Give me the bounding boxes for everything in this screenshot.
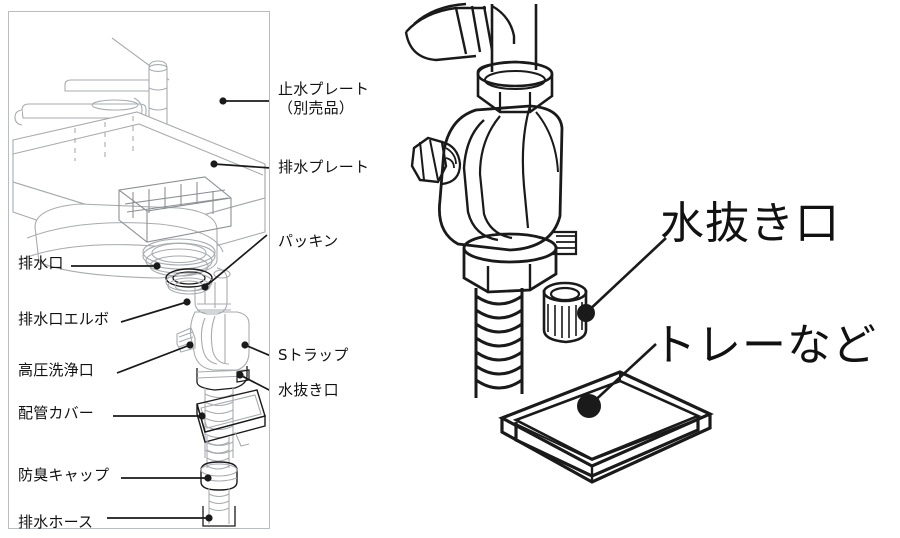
- side-port-nut-icon: [410, 136, 462, 186]
- label-drain-elbow: 排水口エルボ: [18, 310, 110, 328]
- label-s-trap: Sトラップ: [278, 346, 349, 364]
- label-water-drain-port-large: 水抜き口: [660, 198, 840, 249]
- leader-lines-left: [71, 100, 269, 519]
- label-tray-etc-large: トレーなど: [652, 320, 877, 371]
- pipe-cover-icon: [196, 389, 266, 447]
- label-water-drain-port-small: 水抜き口: [278, 381, 339, 399]
- label-high-pressure-cleaning-port: 高圧洗浄口: [18, 361, 95, 379]
- label-stop-water-plate-text: 止水プレート: [278, 80, 370, 98]
- main-vertical-pipe: [490, 4, 538, 72]
- leader-dots-left: [153, 97, 249, 522]
- leader-lines-right: [577, 237, 667, 418]
- label-stop-water-plate: 止水プレート （別売品）: [278, 80, 369, 118]
- label-pipe-cover: 配管カバー: [18, 404, 95, 422]
- label-drain-plate: 排水プレート: [278, 158, 370, 176]
- supply-pipe-icon: [404, 2, 516, 62]
- label-packing: パッキン: [278, 232, 339, 250]
- s-trap-assembly-icon: [176, 267, 250, 391]
- s-trap-body-icon: [438, 104, 564, 252]
- sink-countertop: [12, 111, 266, 263]
- left-diagram-artwork: [12, 37, 269, 527]
- flexible-hose-icon: [474, 288, 524, 398]
- water-drain-port-cap-icon: [542, 281, 588, 344]
- left-exploded-diagram-panel: [8, 11, 270, 529]
- right-detail-artwork: [404, 2, 714, 484]
- packing-ring-icon: [165, 268, 213, 295]
- label-drain-outlet: 排水口: [18, 254, 64, 272]
- upper-hex-nut-icon: [476, 60, 554, 114]
- sink-basin-outline: [18, 203, 224, 279]
- strainer-basket-icon: [118, 176, 232, 243]
- deodorant-cap-icon: [200, 461, 238, 491]
- label-deodorant-cap: 防臭キャップ: [18, 466, 110, 484]
- label-drain-hose: 排水ホース: [18, 513, 94, 531]
- drain-port-thread-stub: [552, 230, 578, 256]
- label-stop-water-plate-sub: （別売品）: [278, 98, 355, 117]
- tray-icon: [498, 370, 714, 484]
